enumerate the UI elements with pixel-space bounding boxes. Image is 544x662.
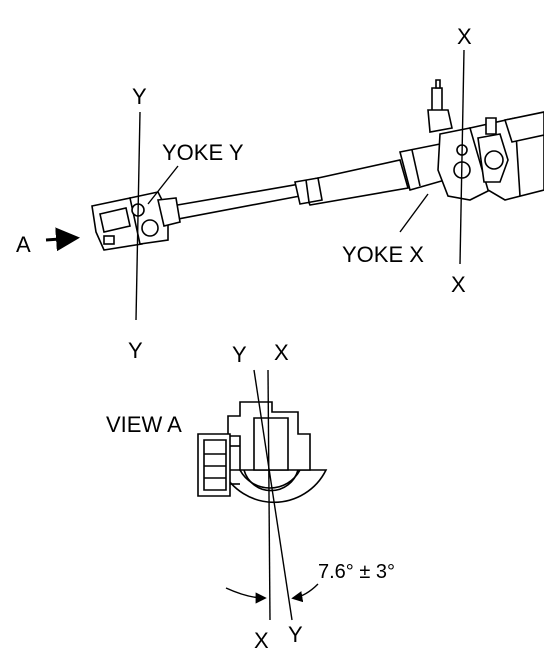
view-line-y — [253, 369, 293, 621]
label-angle: 7.6° ± 3° — [318, 561, 395, 583]
label-view-y-top: Y — [232, 342, 247, 367]
view-line-x — [267, 369, 271, 621]
label-top-x: X — [457, 24, 472, 49]
yoke-y-leader — [147, 165, 179, 205]
angle-arc-left — [225, 587, 267, 604]
angle-arc-right — [291, 583, 319, 603]
label-top-y: Y — [132, 84, 147, 109]
axis-line-x — [459, 49, 465, 265]
view-a-detail — [197, 401, 328, 504]
label-bottom-x: X — [451, 272, 466, 297]
label-view-y-bottom: Y — [288, 622, 303, 647]
label-bottom-y: Y — [128, 338, 143, 363]
view-arrow — [45, 227, 80, 252]
steering-shaft-assembly — [91, 79, 544, 251]
label-view-x-top: X — [274, 340, 289, 365]
label-view-a: VIEW A — [106, 412, 182, 437]
label-yoke-y: YOKE Y — [162, 140, 244, 165]
axis-line-y — [135, 111, 141, 321]
label-view-x-bottom: X — [254, 628, 269, 653]
label-yoke-x: YOKE X — [342, 242, 424, 267]
label-arrow-a: A — [16, 232, 31, 257]
yoke-x-leader — [399, 193, 429, 233]
